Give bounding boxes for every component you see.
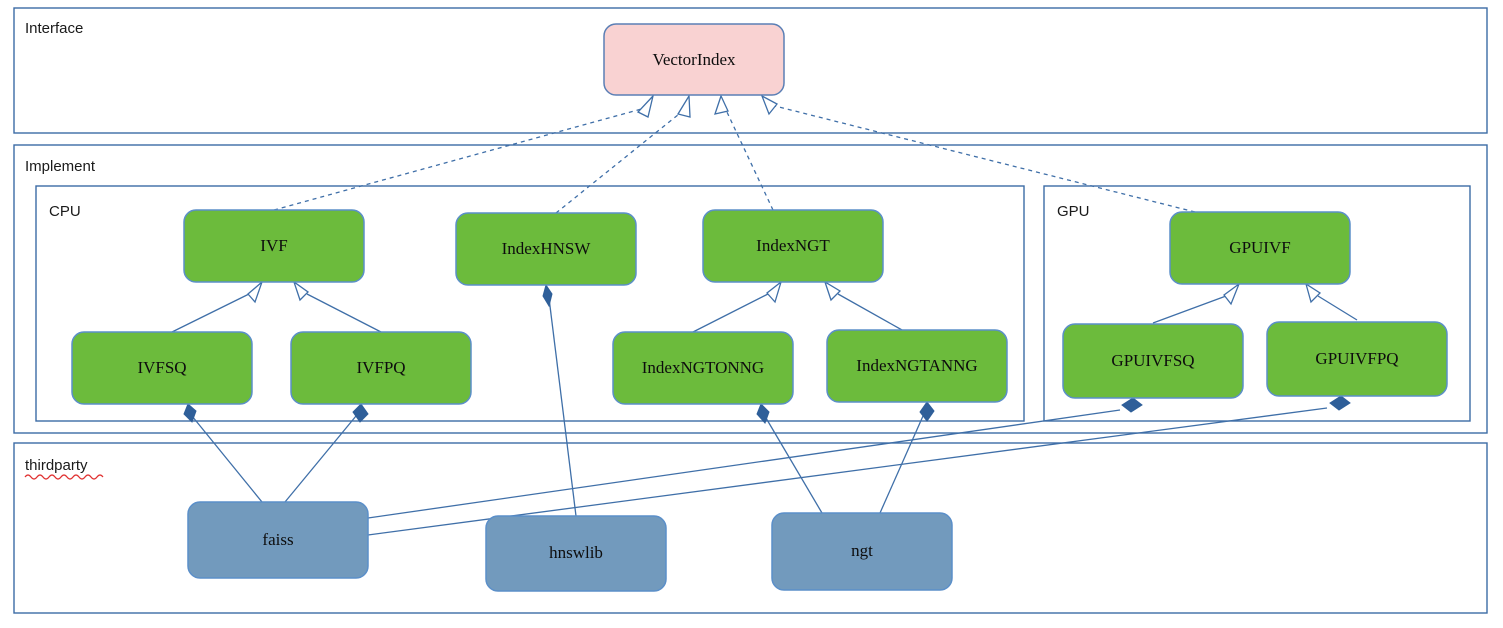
node-indexngtanng[interactable]: IndexNGTANNG [826, 329, 1008, 403]
node-gpuivfsq-label: GPUIVFSQ [1111, 351, 1194, 370]
edge-gpuivfsq-to-gpuivf [1152, 282, 1241, 324]
node-vectorindex-rect[interactable] [603, 23, 785, 96]
inheritance-arrowhead-icon [1304, 282, 1322, 304]
node-indexngt-rect[interactable] [702, 209, 884, 283]
edge-ngt-to-indexngtanng [879, 401, 935, 514]
spellcheck-underline-icon [24, 474, 104, 480]
inheritance-arrowhead-icon [247, 279, 264, 304]
edge-ngt-to-indexngtonng [756, 403, 823, 514]
node-indexngtonng-label: IndexNGTONNG [642, 358, 764, 377]
node-indexngtanng-label: IndexNGTANNG [856, 356, 977, 375]
node-indexngtanng-rect[interactable] [826, 329, 1008, 403]
edge-ivfsq-to-ivf [171, 279, 264, 333]
node-gpuivf[interactable]: GPUIVF [1169, 211, 1351, 285]
node-faiss-label: faiss [262, 530, 293, 549]
composition-diamond-icon [183, 403, 197, 423]
composition-diamond-icon [352, 403, 369, 423]
edge-ivfpq-to-ivf [292, 280, 382, 333]
group-cpu-label: CPU [49, 203, 81, 220]
group-thirdparty-label: thirdparty [25, 457, 88, 474]
edge-gpuivf-to-vectorindex [760, 94, 1196, 213]
edge-faiss-to-ivfpq [284, 403, 369, 503]
group-implement-rect [13, 144, 1488, 434]
group-cpu: CPU [35, 185, 1025, 422]
node-ivf[interactable]: IVF [183, 209, 365, 283]
group-gpu: GPU [1043, 185, 1471, 422]
node-hnswlib-label: hnswlib [549, 543, 603, 562]
node-ivfpq-rect[interactable] [290, 331, 472, 405]
group-interface-rect [13, 7, 1488, 134]
node-ivfsq-rect[interactable] [71, 331, 253, 405]
node-ngt-rect[interactable] [771, 512, 953, 591]
edge-gpuivfpq-to-gpuivf [1304, 282, 1358, 321]
inheritance-arrowhead-icon [766, 280, 783, 304]
node-ngt-label: ngt [851, 541, 873, 560]
inheritance-arrowhead-icon [823, 280, 842, 302]
node-faiss-rect[interactable] [187, 501, 369, 579]
node-vectorindex[interactable]: VectorIndex [603, 23, 785, 96]
node-gpuivf-rect[interactable] [1169, 211, 1351, 285]
realization-arrowhead-icon [760, 94, 778, 116]
node-hnswlib[interactable]: hnswlib [485, 515, 667, 592]
group-thirdparty: thirdparty [13, 442, 1488, 614]
node-indexngtonng[interactable]: IndexNGTONNG [612, 331, 794, 405]
group-gpu-rect [1043, 185, 1471, 422]
group-interface-label: Interface [25, 20, 83, 37]
node-gpuivfpq-label: GPUIVFPQ [1315, 349, 1398, 368]
node-indexhnsw[interactable]: IndexHNSW [455, 212, 637, 286]
node-gpuivfsq-rect[interactable] [1062, 323, 1244, 399]
node-ivfpq[interactable]: IVFPQ [290, 331, 472, 405]
node-ivf-label: IVF [260, 236, 287, 255]
edge-ivf-to-vectorindex [273, 93, 655, 211]
node-indexngt-label: IndexNGT [756, 236, 830, 255]
group-cpu-rect [35, 185, 1025, 422]
node-indexhnsw-label: IndexHNSW [502, 239, 592, 258]
edge-indexngt-to-vectorindex [714, 94, 774, 211]
composition-diamond-icon [919, 401, 935, 422]
realization-arrowhead-icon [676, 93, 691, 118]
node-ngt[interactable]: ngt [771, 512, 953, 591]
edge-faiss-to-gpuivfsq [367, 397, 1143, 519]
realization-arrowhead-icon [714, 94, 729, 115]
inheritance-arrowhead-icon [1223, 282, 1241, 306]
node-ivf-rect[interactable] [183, 209, 365, 283]
group-implement-label: Implement [25, 158, 96, 175]
node-indexhnsw-rect[interactable] [455, 212, 637, 286]
node-ivfsq-label: IVFSQ [137, 358, 186, 377]
node-indexngtonng-rect[interactable] [612, 331, 794, 405]
node-ivfpq-label: IVFPQ [356, 358, 405, 377]
composition-diamond-icon [1121, 397, 1143, 413]
edge-indexhnsw-to-vectorindex [555, 93, 691, 214]
node-hnswlib-rect[interactable] [485, 515, 667, 592]
composition-diamond-icon [542, 283, 553, 308]
edge-indexngtanng-to-indexngt [823, 280, 903, 331]
node-gpuivfsq[interactable]: GPUIVFSQ [1062, 323, 1244, 399]
node-gpuivf-label: GPUIVF [1229, 238, 1290, 257]
node-gpuivfpq-rect[interactable] [1266, 321, 1448, 397]
composition-diamond-icon [756, 403, 770, 424]
node-gpuivfpq[interactable]: GPUIVFPQ [1266, 321, 1448, 397]
group-implement: Implement [13, 144, 1488, 434]
node-indexngt[interactable]: IndexNGT [702, 209, 884, 283]
composition-diamond-icon [1329, 395, 1351, 411]
node-faiss[interactable]: faiss [187, 501, 369, 579]
realization-arrowhead-icon [636, 93, 655, 118]
group-gpu-label: GPU [1057, 203, 1090, 220]
node-vectorindex-label: VectorIndex [652, 50, 736, 69]
edge-faiss-to-ivfsq [183, 403, 263, 503]
edge-indexngtonng-to-indexngt [692, 280, 783, 333]
edge-faiss-to-gpuivfpq [367, 395, 1351, 536]
node-ivfsq[interactable]: IVFSQ [71, 331, 253, 405]
group-thirdparty-rect [13, 442, 1488, 614]
inheritance-arrowhead-icon [292, 280, 310, 302]
edge-hnswlib-to-indexhnsw [542, 283, 577, 517]
group-interface: Interface [13, 7, 1488, 134]
